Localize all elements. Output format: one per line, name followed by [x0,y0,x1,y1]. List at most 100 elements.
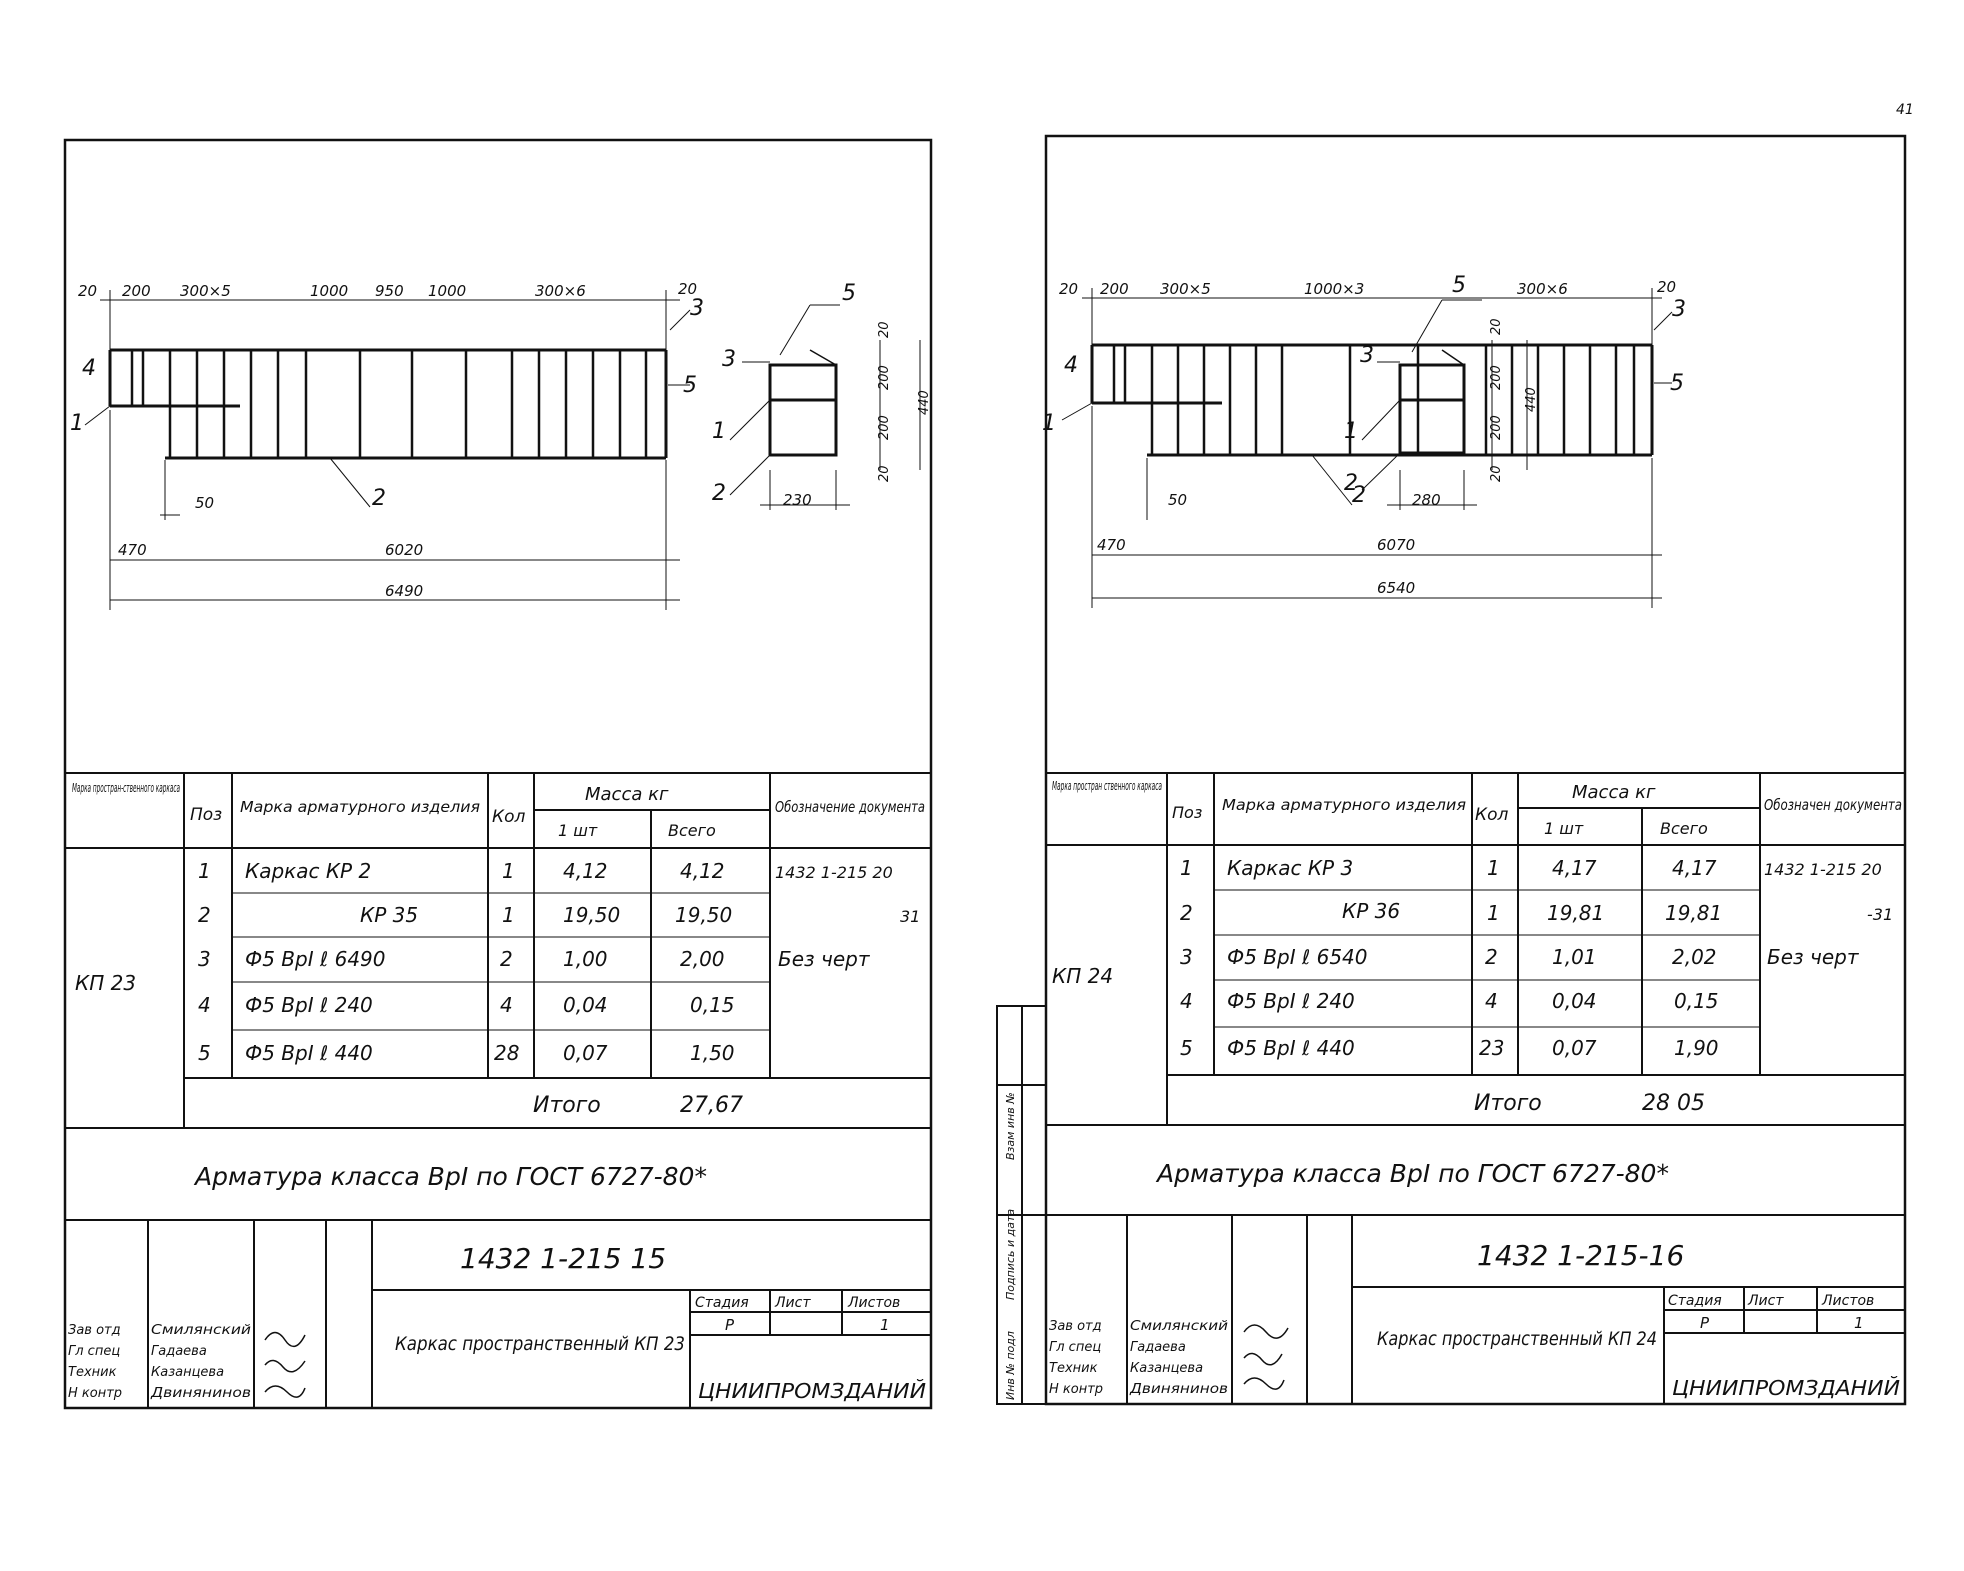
signatures [264,1331,306,1398]
name-2: Гадаева [151,1344,207,1359]
hdr-marka-izdelia: Марка арматурного изделия [1222,796,1466,814]
role-2: Гл спец [1049,1340,1101,1355]
hdr-poz: Поз [1172,803,1202,822]
row4-kol: 4 [1485,989,1498,1013]
row2-doc: 31 [900,907,920,926]
dim-top-3: 300×5 [180,282,231,300]
dim-section-1: 20 [1489,318,1504,335]
hdr-massa-1: 1 шт [558,821,598,840]
stamp-vzam-inv: Взам инв № [1004,1092,1017,1160]
dim-top-8: 20 [678,280,697,298]
role-1: Зав отд [68,1323,121,1338]
dim-top-6: 1000 [428,282,466,300]
corner-mark: 41 [1896,102,1914,118]
section-callout-2: 2 [712,481,726,506]
row2-m1: 19,50 [563,903,620,927]
row5-poz: 5 [1180,1036,1193,1060]
hdr-massa-all: Всего [668,821,716,840]
row5-kol: 23 [1479,1036,1504,1060]
role-3: Техник [1049,1361,1098,1376]
row5-mall: 1,90 [1674,1036,1719,1060]
doc-code: 1432 1-215 15 [460,1242,666,1275]
row1-mall: 4,12 [680,859,725,883]
hdr-massa: Масса кг [1572,782,1656,803]
dim-section-4: 20 [1489,465,1504,482]
stage-label: Стадия [1668,1293,1722,1309]
hdr-marka-karkasa: Марка простран-ственного каркаса [72,781,180,795]
callout-4: 4 [1064,353,1078,378]
row4-m1: 0,04 [563,993,608,1017]
callout-5: 5 [683,373,697,398]
dim-bottom-470: 470 [1097,536,1126,554]
section-callout-5: 5 [1452,273,1466,298]
hdr-oboznachenie: Обозначен документа [1764,796,1902,814]
row4-poz: 4 [198,993,211,1017]
dim-top-2: 200 [122,282,151,300]
sheets-label: Листов [1821,1293,1874,1309]
row1-poz: 1 [1180,856,1193,880]
section-callout-3: 3 [722,347,736,372]
row4-mall: 0,15 [1674,989,1719,1013]
dim-section-width: 280 [1412,491,1441,509]
sheet-value: 1 [880,1316,890,1334]
sheet-kp24-drawing: 20 200 300×5 1000×3 300×6 20 50 470 6070… [996,134,1907,1406]
row5-m1: 0,07 [563,1041,608,1065]
total-label: Итого [1474,1091,1542,1116]
row3-poz: 3 [1180,945,1193,969]
dim-bottom-6540: 6540 [1377,579,1415,597]
dim-section-total: 440 [1524,387,1539,412]
steel-note: Арматура класса ВрI по ГОСТ 6727-80* [1155,1159,1669,1188]
row2-mall: 19,81 [1665,901,1722,925]
row3-m1: 1,00 [563,947,608,971]
dim-section-total: 440 [917,390,932,415]
row4-kol: 4 [500,993,513,1017]
callout-5: 5 [1670,371,1684,396]
spec-mark: КП 24 [1052,964,1113,988]
row4-mall: 0,15 [690,993,735,1017]
row3-mall: 2,00 [680,947,725,971]
dim-top-4: 1000 [310,282,348,300]
name-3: Казанцева [1130,1361,1203,1376]
row5-mall: 1,50 [690,1041,735,1065]
dim-top-1: 20 [78,282,97,300]
row2-poz: 2 [198,903,211,927]
callout-1: 1 [70,411,84,436]
row4-m1: 0,04 [1552,989,1597,1013]
row2-m1: 19,81 [1547,901,1604,925]
row4-poz: 4 [1180,989,1193,1013]
hdr-massa-all: Всего [1660,819,1708,838]
dim-top-7: 300×6 [535,282,586,300]
row1-kol: 1 [502,859,515,883]
row1-m1: 4,12 [563,859,608,883]
dim-top-3: 300×5 [1160,280,1211,298]
name-2: Гадаева [1130,1340,1186,1355]
row2-poz: 2 [1180,901,1193,925]
role-2: Гл спец [68,1344,120,1359]
row3-m1: 1,01 [1552,945,1597,969]
dim-top-2: 200 [1100,280,1129,298]
dim-section-width: 230 [783,491,812,509]
row1-izdelie: Каркас КР 2 [245,859,371,883]
dim-top-6: 20 [1657,278,1676,296]
sheet-kp23: 20 200 300×5 1000 950 1000 300×6 20 50 4… [63,138,933,1410]
dim-bottom-50: 50 [1168,491,1187,509]
sheet-label: Лист [1747,1293,1784,1309]
row5-izdelie: Ф5 ВрI ℓ 440 [1227,1036,1355,1060]
row1-poz: 1 [198,859,211,883]
hdr-poz: Поз [190,805,222,825]
row3-poz: 3 [198,947,211,971]
section-callout-5: 5 [842,281,856,306]
sheet-kp24: 20 200 300×5 1000×3 300×6 20 50 470 6070… [982,0,1964,1571]
row1-doc: 1432 1-215 20 [1764,860,1882,879]
dim-section-2: 200 [877,365,892,390]
section-callout-3: 3 [1360,343,1374,368]
row3-kol: 2 [500,947,513,971]
row5-m1: 0,07 [1552,1036,1597,1060]
hdr-kol: Кол [1475,805,1508,825]
dim-bottom-6020: 6020 [385,541,423,559]
spec-mark: КП 23 [75,971,136,995]
row2-kol: 1 [502,903,515,927]
role-4: Н контр [68,1386,122,1401]
hdr-marka-karkasa: Марка простран ственного каркаса [1052,779,1162,793]
callout-3: 3 [690,296,704,321]
